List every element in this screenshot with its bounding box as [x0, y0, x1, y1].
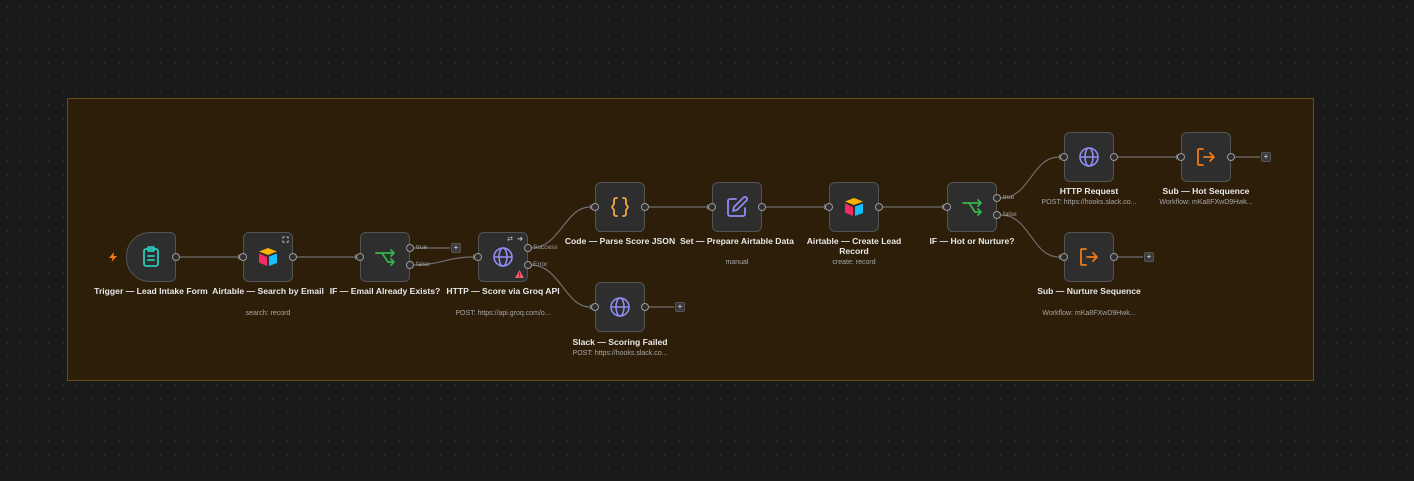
- node-if-email-already-exists[interactable]: [356, 232, 414, 282]
- node-label: Trigger — Lead Intake Form: [94, 286, 208, 296]
- connection-http-success-code: [530, 206, 591, 249]
- add-node-button[interactable]: +: [675, 302, 685, 312]
- node-http-score-via-groq[interactable]: ⇄ ➔: [474, 232, 532, 282]
- connection-if-hot-true-http-request: [1000, 156, 1060, 199]
- output-port[interactable]: [758, 203, 766, 211]
- input-port[interactable]: [1060, 253, 1068, 261]
- output-port[interactable]: [289, 253, 297, 261]
- output-port[interactable]: [1110, 253, 1118, 261]
- node-label: Sub — Nurture Sequence: [1037, 286, 1141, 296]
- lightning-icon: [109, 252, 117, 262]
- clipboard-icon: [143, 246, 159, 267]
- pencil-edit-icon: [727, 196, 748, 217]
- globe-icon: [610, 297, 630, 317]
- execute-workflow-icon: [1080, 248, 1098, 266]
- node-trigger-lead-intake-form[interactable]: [126, 232, 180, 282]
- execute-workflow-icon: [1197, 148, 1215, 166]
- add-node-button[interactable]: +: [1144, 252, 1154, 262]
- output-port-success[interactable]: [524, 244, 532, 252]
- airtable-icon: [259, 248, 277, 266]
- node-subtitle: Workflow: mKa8FXwD9Hwk...: [1159, 199, 1253, 206]
- node-subtitle: manual: [725, 259, 749, 266]
- output-port-false[interactable]: [993, 211, 1001, 219]
- node-label: Code — Parse Score JSON: [564, 236, 676, 246]
- node-label: HTTP — Score via Groq API: [446, 286, 560, 296]
- node-airtable-search-by-email[interactable]: [239, 232, 297, 282]
- node-code-parse-score-json[interactable]: [591, 182, 649, 232]
- output-port[interactable]: [641, 303, 649, 311]
- connection-if-hot-false-sub-nurture: [1000, 214, 1060, 258]
- branch-label-false: false: [416, 261, 430, 268]
- node-set-prepare-airtable-data[interactable]: [708, 182, 766, 232]
- output-port-error[interactable]: [524, 261, 532, 269]
- input-port[interactable]: [356, 253, 364, 261]
- output-port[interactable]: [641, 203, 649, 211]
- node-label: Airtable — Search by Email: [212, 286, 324, 296]
- node-sub-nurture-sequence[interactable]: [1060, 232, 1118, 282]
- add-node-button[interactable]: +: [1261, 152, 1271, 162]
- input-port[interactable]: [1060, 153, 1068, 161]
- node-subtitle: Workflow: mKa8FXwD9Hwk...: [1042, 310, 1136, 317]
- output-port-true[interactable]: [406, 244, 414, 252]
- arrow-right-icon: ➔: [517, 236, 523, 243]
- node-subtitle: search: record: [245, 310, 291, 317]
- node-slack-scoring-failed[interactable]: [591, 282, 649, 332]
- node-sub-hot-sequence[interactable]: [1177, 132, 1235, 182]
- if-split-icon: [375, 249, 395, 266]
- branch-label-true: true: [1003, 194, 1015, 201]
- retry-icon: ⇄: [507, 236, 513, 243]
- node-subtitle: POST: https://hooks.slack.co...: [572, 350, 668, 357]
- output-port-true[interactable]: [993, 194, 1001, 202]
- add-node-button[interactable]: +: [451, 243, 461, 253]
- output-port-false[interactable]: [406, 261, 414, 269]
- node-if-hot-or-nurture[interactable]: [943, 182, 1001, 232]
- node-label: Slack — Scoring Failed: [572, 337, 668, 347]
- connection-http-error-slack: [530, 264, 591, 308]
- warning-icon[interactable]: [515, 270, 524, 278]
- output-port[interactable]: [1227, 153, 1235, 161]
- node-label: Airtable — Create Lead Record: [806, 236, 902, 256]
- airtable-icon: [845, 198, 863, 216]
- if-split-icon: [962, 199, 982, 216]
- input-port[interactable]: [591, 203, 599, 211]
- node-subtitle: create: record: [832, 259, 876, 266]
- globe-icon: [493, 247, 513, 267]
- input-port[interactable]: [708, 203, 716, 211]
- node-label: Sub — Hot Sequence: [1162, 186, 1250, 196]
- input-port[interactable]: [1177, 153, 1185, 161]
- input-port[interactable]: [239, 253, 247, 261]
- node-airtable-create-lead-record[interactable]: [825, 182, 883, 232]
- globe-icon: [1079, 147, 1099, 167]
- branch-label-false: false: [1003, 211, 1017, 218]
- input-port[interactable]: [943, 203, 951, 211]
- connection-if-email-false-http: [413, 256, 474, 266]
- output-port[interactable]: [1110, 153, 1118, 161]
- fullscreen-icon[interactable]: [282, 236, 289, 243]
- output-port[interactable]: [875, 203, 883, 211]
- output-label-error: Error: [533, 261, 548, 268]
- node-label: HTTP Request: [1059, 186, 1119, 196]
- branch-label-true: true: [416, 244, 428, 251]
- node-label: IF — Hot or Nurture?: [929, 236, 1015, 246]
- output-port[interactable]: [172, 253, 180, 261]
- output-label-success: Success: [533, 244, 558, 251]
- node-http-request[interactable]: [1060, 132, 1118, 182]
- node-subtitle: POST: https://hooks.slack.co...: [1041, 199, 1137, 206]
- input-port[interactable]: [591, 303, 599, 311]
- code-braces-icon: [611, 197, 629, 217]
- input-port[interactable]: [825, 203, 833, 211]
- node-subtitle: POST: https://api.groq.com/o...: [455, 310, 551, 317]
- node-label: Set — Prepare Airtable Data: [680, 236, 794, 246]
- node-label: IF — Email Already Exists?: [329, 286, 441, 296]
- input-port[interactable]: [474, 253, 482, 261]
